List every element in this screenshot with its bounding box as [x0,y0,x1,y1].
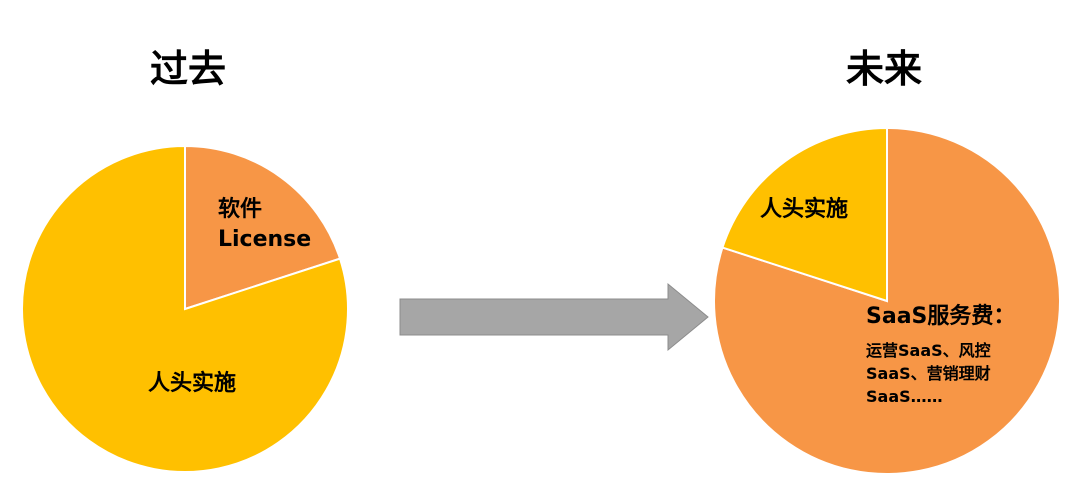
transition-arrow-icon [399,282,709,352]
slice-label-saas-fee: SaaS服务费： [866,304,1016,329]
slice-label-license: License [218,227,312,252]
pie-slice-past-implementation [21,144,349,473]
slice-label-saas-detail-3: SaaS…… [866,387,943,406]
slice-label-software: 软件 [218,197,263,222]
past-title: 过去 [150,47,227,91]
slice-label-future-implementation: 人头实施 [760,197,849,222]
pie-slice-software-license [184,144,342,311]
transition-arrow-shape [399,282,709,352]
slice-label-past-implementation: 人头实施 [148,371,237,396]
pie-slice-future-implementation [721,126,888,303]
future-pie-chart [713,126,1062,475]
slice-label-saas-detail-2: SaaS、营销理财 [866,364,991,383]
past-pie-chart [21,144,349,473]
slice-label-saas-detail-1: 运营SaaS、风控 [866,341,991,360]
future-title: 未来 [846,47,923,91]
